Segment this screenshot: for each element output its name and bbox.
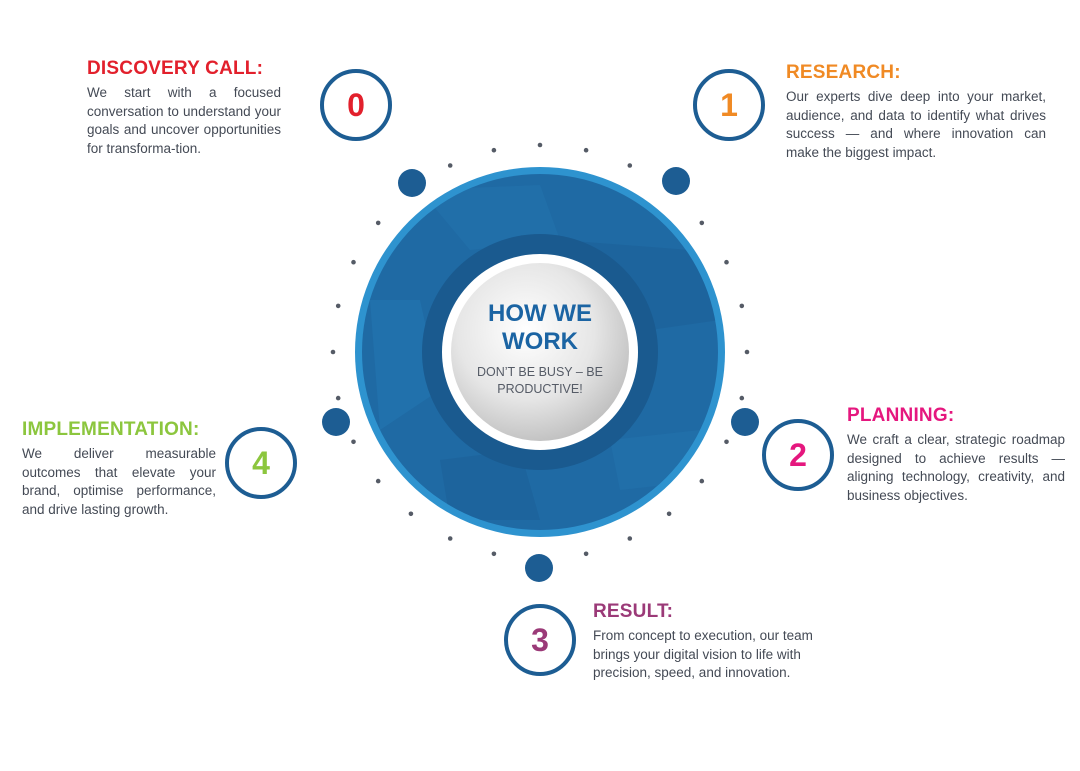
orbit-dot	[491, 147, 497, 153]
orbit-dot	[583, 551, 589, 557]
orbit-dot	[739, 395, 745, 401]
step-number-1: 1	[720, 86, 738, 123]
orbit-dot	[666, 511, 672, 517]
step-description: Our experts dive deep into your market, …	[786, 89, 1046, 160]
orbit-dot	[375, 220, 381, 226]
step-title: RESULT:	[593, 601, 674, 622]
orbit-dot	[408, 511, 414, 517]
orbit-dot	[447, 536, 453, 541]
orbit-dot	[351, 259, 356, 265]
step-badge-3: 3	[504, 604, 576, 676]
orbit-dot	[699, 478, 705, 484]
orbit-dot	[335, 395, 341, 401]
orbit-dot	[537, 142, 543, 148]
center-title: HOW WE WORK	[450, 300, 630, 356]
step-badge-2: 2	[762, 419, 834, 491]
center-subtitle-line2: PRODUCTIVE!	[497, 382, 583, 396]
orbit-dot	[583, 147, 589, 153]
step-badge-4: 4	[225, 427, 297, 499]
orbit-dot	[739, 303, 745, 309]
step-description: From concept to execution, our team brin…	[593, 628, 813, 680]
step-number-0: 0	[347, 86, 365, 123]
center-title-line1: HOW WE	[488, 300, 592, 327]
orbit-dot	[627, 536, 633, 541]
step-number-3: 3	[531, 621, 549, 658]
step-number-2: 2	[789, 436, 807, 473]
orbit-dot	[447, 163, 453, 168]
step-description: We deliver measurable outcomes that elev…	[22, 446, 216, 517]
step-result: RESULT: From concept to execution, our t…	[593, 601, 833, 683]
orbit-dot	[491, 551, 497, 557]
step-badge-0: 0	[320, 69, 392, 141]
step-description: We start with a focused conversation to …	[87, 85, 281, 156]
center-subtitle: DON’T BE BUSY – BE PRODUCTIVE!	[450, 364, 630, 398]
orbit-dot	[627, 163, 633, 168]
step-badge-1: 1	[693, 69, 765, 141]
step-planning: PLANNING: We craft a clear, strategic ro…	[847, 405, 1065, 505]
orbit-dot	[699, 220, 705, 226]
step-title: IMPLEMENTATION:	[22, 419, 200, 440]
step-number-4: 4	[252, 444, 270, 481]
center-disc	[451, 263, 629, 441]
orbit-dot	[351, 439, 356, 445]
orbit-dot	[335, 303, 341, 309]
orbit-dot	[375, 478, 381, 484]
step-research: RESEARCH: Our experts dive deep into you…	[786, 62, 1046, 162]
step-description: We craft a clear, strategic roadmap desi…	[847, 432, 1065, 503]
orbit-dot	[724, 439, 729, 445]
orbit-dot	[744, 349, 750, 355]
center-title-line2: WORK	[502, 328, 578, 355]
step-title: DISCOVERY CALL:	[87, 58, 264, 79]
orbit-dot	[330, 349, 336, 355]
connector-dot	[525, 554, 553, 582]
connector-dot	[322, 408, 350, 436]
connector-dot	[731, 408, 759, 436]
step-implementation: IMPLEMENTATION: We deliver measurable ou…	[22, 419, 216, 519]
connector-dot	[398, 169, 426, 197]
connector-dot	[662, 167, 690, 195]
orbit-dot	[724, 259, 729, 265]
center-subtitle-line1: DON’T BE BUSY – BE	[477, 365, 603, 379]
step-title: RESEARCH:	[786, 62, 901, 83]
center-label: HOW WE WORK DON’T BE BUSY – BE PRODUCTIV…	[450, 300, 630, 398]
step-title: PLANNING:	[847, 405, 955, 426]
step-discovery-call: DISCOVERY CALL: We start with a focused …	[87, 58, 281, 158]
